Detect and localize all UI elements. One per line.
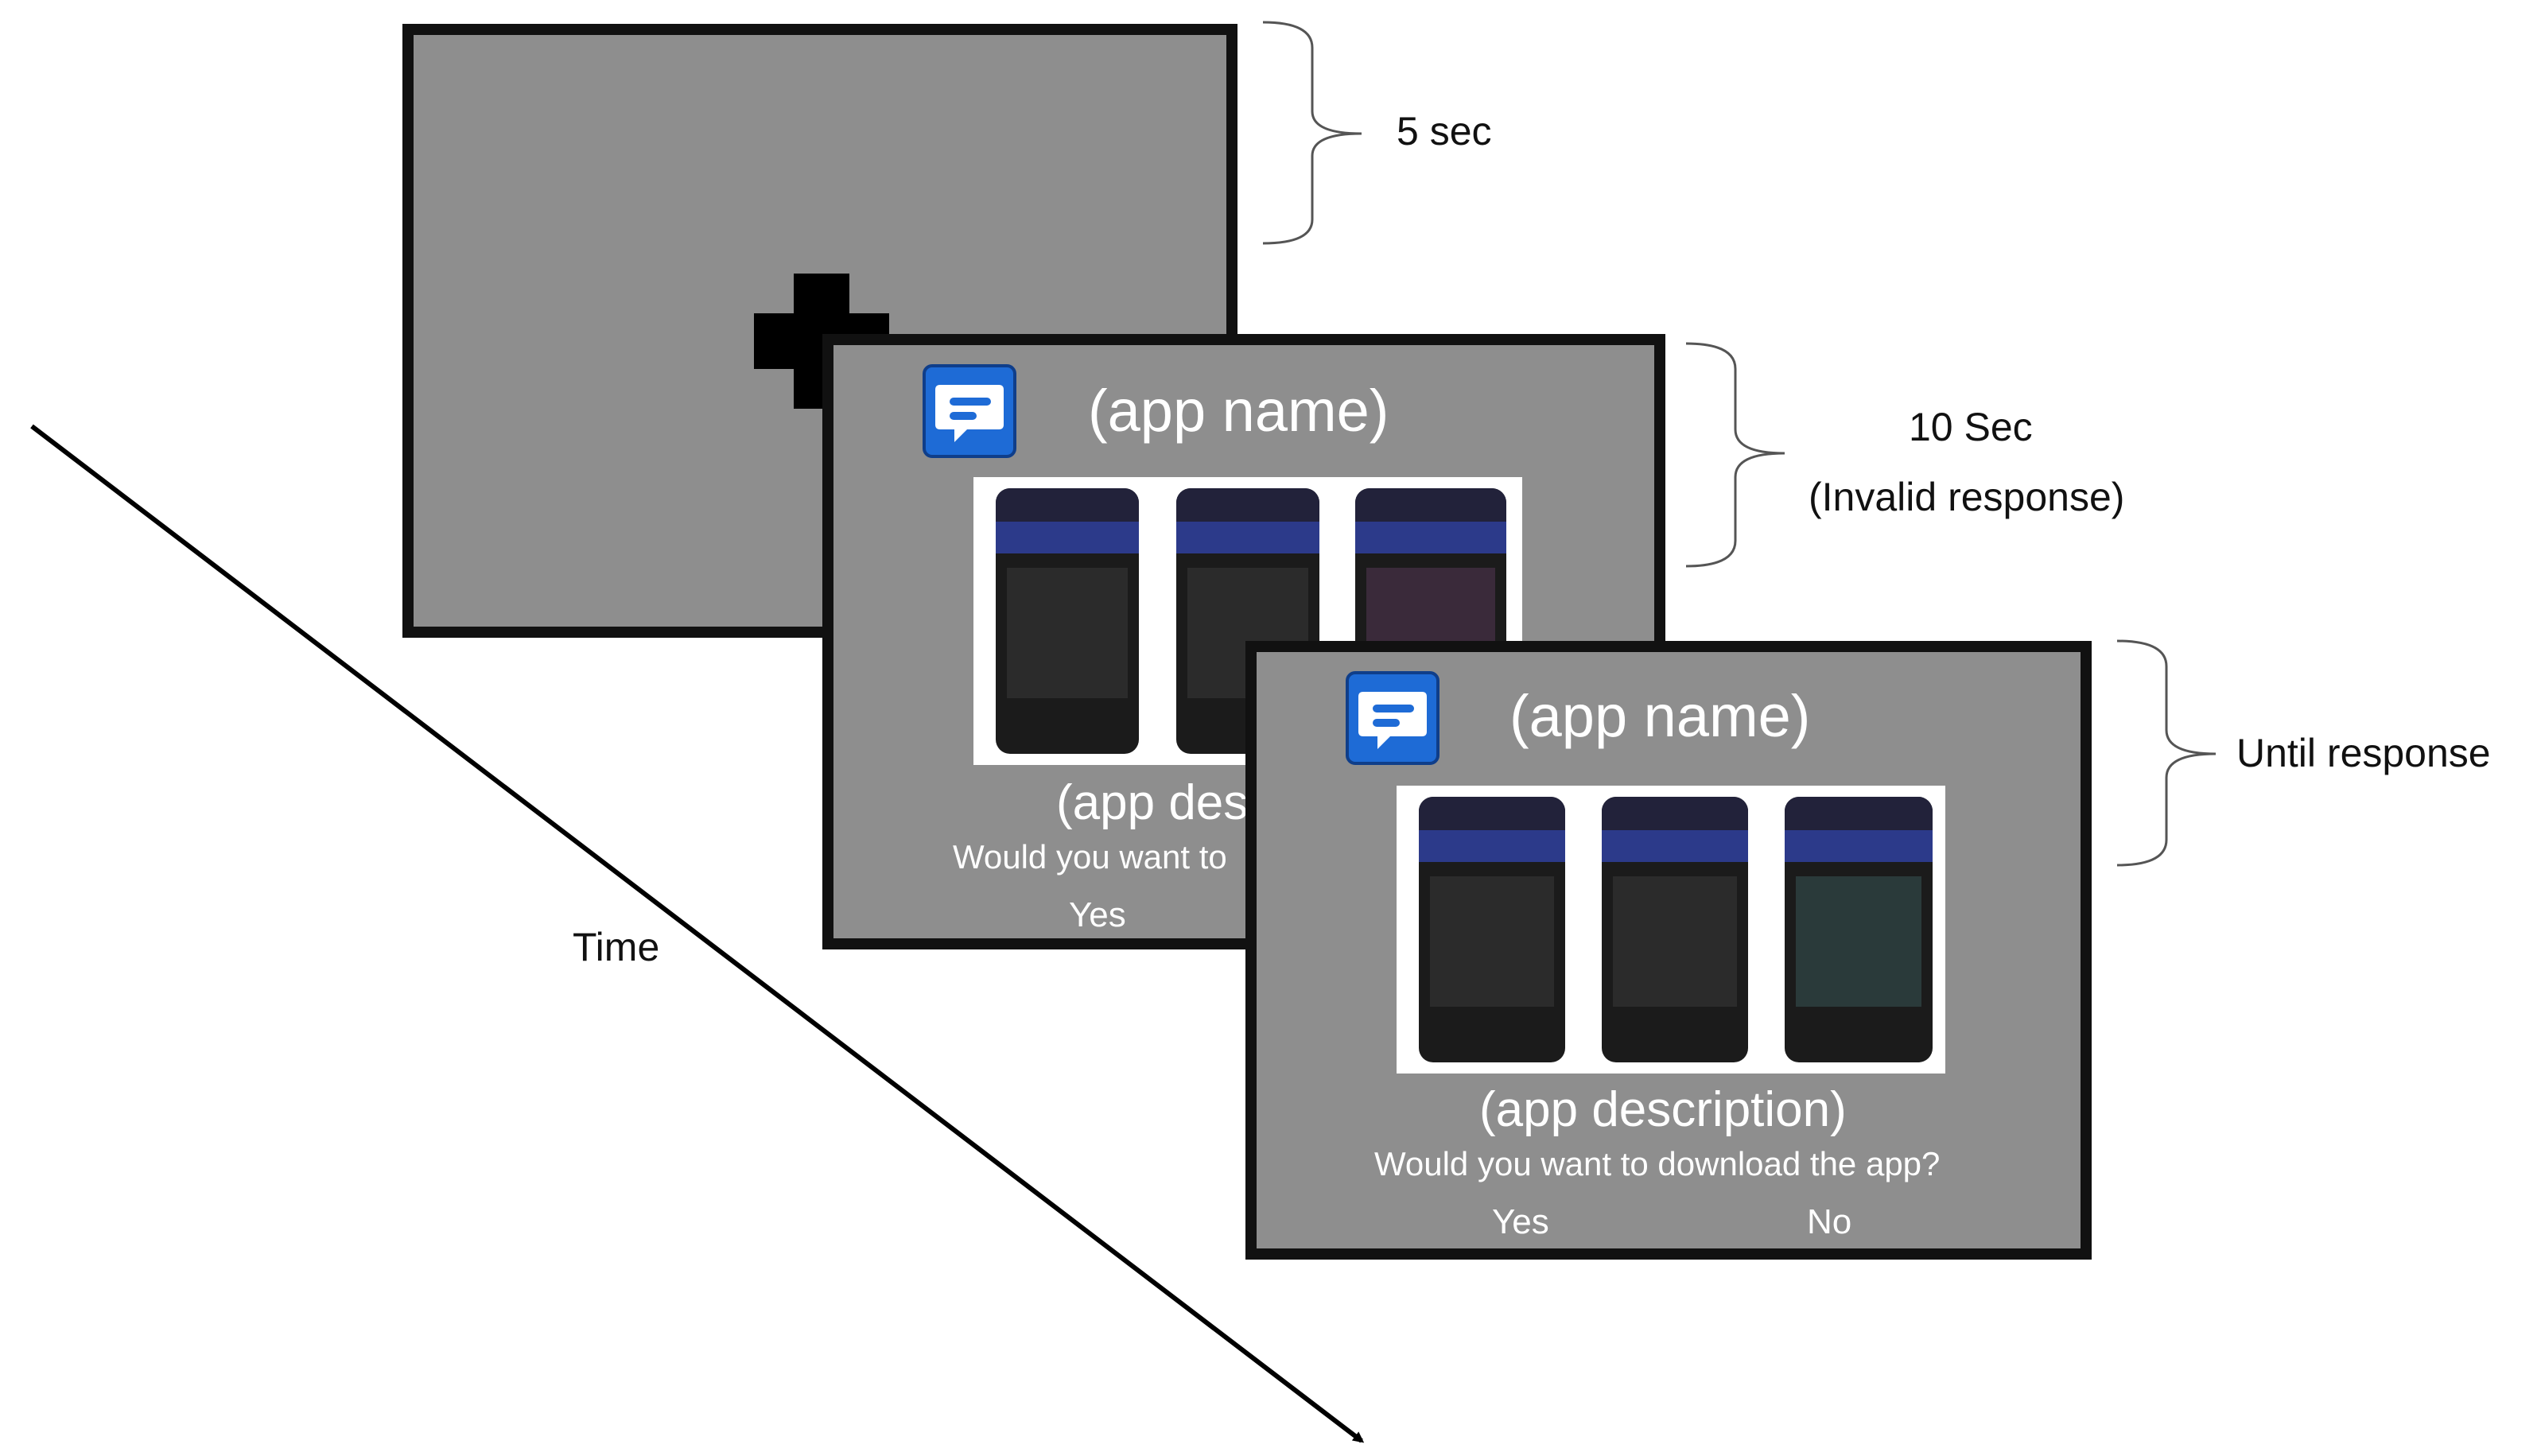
phone-screenshot xyxy=(1602,797,1748,1062)
brace-invalid xyxy=(1685,342,1785,568)
app-name: (app name) xyxy=(1509,683,1811,749)
timing-label-final: Until response xyxy=(2236,731,2491,775)
yes-response: Yes xyxy=(1492,1202,1549,1241)
app-screenshots xyxy=(1397,786,1945,1074)
download-question: Would you want to xyxy=(953,838,1227,876)
phone-screenshot xyxy=(1785,797,1933,1062)
timing-label-invalid: 10 Sec xyxy=(1909,405,2033,449)
app-name: (app name) xyxy=(1088,378,1389,444)
app-description: (app description) xyxy=(1479,1082,1847,1137)
no-response: No xyxy=(1807,1202,1852,1241)
time-arrow xyxy=(30,424,1365,1443)
app-icon xyxy=(923,364,1016,458)
time-axis-label: Time xyxy=(573,925,660,969)
app-description: (app des xyxy=(1056,775,1249,830)
phone-screenshot xyxy=(1419,797,1565,1062)
app-icon xyxy=(1346,671,1440,765)
yes-response: Yes xyxy=(1069,895,1126,934)
phone-screenshot xyxy=(996,488,1139,754)
brace-final xyxy=(2116,639,2217,867)
timing-label-invalid-note: (Invalid response) xyxy=(1809,475,2125,519)
timing-label-fixation: 5 sec xyxy=(1397,109,1492,153)
download-question: Would you want to download the app? xyxy=(1374,1145,1941,1182)
until-response-screen: (app name) (app description) Would you w… xyxy=(1245,641,2092,1260)
brace-fixation xyxy=(1262,21,1362,245)
